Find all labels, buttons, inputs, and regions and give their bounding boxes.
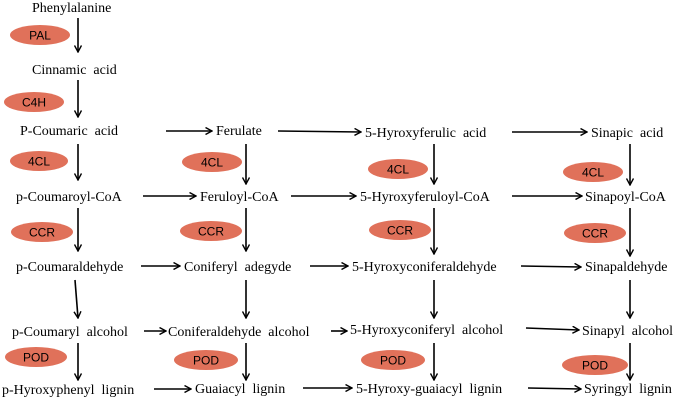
enzyme-4cl-col3: 4CL: [368, 159, 428, 179]
node-feruloyl-coa: Feruloyl-CoA: [200, 190, 279, 205]
node-phenylalanine: Phenylalanine: [32, 1, 111, 16]
enzyme-ccr-col3: CCR: [369, 220, 431, 240]
enzyme-ccr-col4: CCR: [564, 223, 626, 243]
enzyme-pod-label: POD: [193, 354, 219, 368]
enzyme-badge: [174, 350, 238, 370]
enzyme-badge: [182, 152, 242, 172]
enzyme-pod-col1: POD: [5, 347, 67, 367]
enzyme-pod-col3: POD: [361, 350, 425, 370]
enzyme-badge: [361, 350, 425, 370]
enzyme-4cl-col2: 4CL: [182, 152, 242, 172]
enzyme-4cl-col1: 4CL: [10, 151, 68, 171]
enzyme-ccr-label: CCR: [198, 225, 224, 239]
node-guaiacyl-lignin: Guaiacyl lignin: [195, 382, 285, 397]
enzyme-pal-label: PAL: [29, 29, 51, 43]
node-p-coumaroyl-coa: p-Coumaroyl-CoA: [16, 190, 123, 205]
node-ferulate: Ferulate: [216, 124, 262, 139]
horizontal-arrows: [141, 131, 587, 389]
node-coniferaldehyde-alcohol: Coniferaldehyde alcohol: [168, 325, 310, 340]
enzyme-badge: [564, 223, 626, 243]
node-hydroxy-guaiacyl-lignin: 5-Hyroxy-guaiacyl lignin: [356, 382, 502, 397]
node-sinapaldehyde: Sinapaldehyde: [585, 260, 667, 275]
enzyme-badge: [562, 355, 628, 375]
node-p-coumaraldehyde: p-Coumaraldehyde: [16, 260, 123, 275]
node-p-hydroxyphenyl-lignin: p-Hyroxyphenyl lignin: [2, 383, 134, 398]
enzyme-4cl-label: 4CL: [201, 156, 223, 170]
enzyme-badge: [369, 220, 431, 240]
enzyme-pal: PAL: [10, 25, 70, 45]
enzyme-badge: [10, 25, 70, 45]
enzyme-badge: [11, 222, 73, 242]
enzyme-badge: [5, 347, 67, 367]
enzyme-badge: [180, 221, 242, 241]
enzyme-4cl-col4: 4CL: [563, 162, 623, 182]
enzyme-4cl-label: 4CL: [28, 155, 50, 169]
node-sinapyl-alcohol: Sinapyl alcohol: [582, 324, 673, 339]
enzyme-c4h-label: C4H: [22, 96, 46, 110]
arrow-hydroxyconiferaldehyde-to-sinapaldehyde: [520, 266, 581, 267]
node-sinapic-acid: Sinapic acid: [591, 126, 663, 141]
enzyme-ccr-col1: CCR: [11, 222, 73, 242]
enzyme-pod-label: POD: [380, 354, 406, 368]
arrow-ferulate-to-hydroxyferulic: [277, 131, 361, 132]
enzyme-ccr-label: CCR: [29, 226, 55, 240]
node-p-coumaric-acid: P-Coumaric acid: [20, 124, 118, 139]
enzyme-4cl-label: 4CL: [387, 163, 409, 177]
enzyme-ccr-label: CCR: [387, 224, 413, 238]
node-cinnamic-acid: Cinnamic acid: [32, 63, 117, 78]
compound-labels: Phenylalanine Cinnamic acid P-Coumaric a…: [2, 1, 673, 398]
arrow-coumaraldehyde-to-coumaryl-alcohol: [75, 279, 78, 318]
arrow-hydroxyconiferyl-alcohol-to-sinapyl-alcohol: [525, 328, 579, 330]
node-coniferyl-adegyde: Coniferyl adegyde: [184, 260, 291, 275]
enzyme-badge: [368, 159, 428, 179]
enzyme-pod-col2: POD: [174, 350, 238, 370]
enzyme-badge: [563, 162, 623, 182]
vertical-arrows: [75, 18, 630, 380]
enzyme-ccr-label: CCR: [582, 227, 608, 241]
enzyme-pod-col4: POD: [562, 355, 628, 375]
enzyme-badge: [4, 92, 64, 112]
node-sinapoyl-coa: Sinapoyl-CoA: [585, 190, 667, 205]
enzyme-pod-label: POD: [582, 359, 608, 373]
enzyme-4cl-label: 4CL: [582, 166, 604, 180]
enzyme-ccr-col2: CCR: [180, 221, 242, 241]
node-hydroxyferulic-acid: 5-Hyroxyferulic acid: [365, 126, 486, 141]
node-syringyl-lignin: Syringyl lignin: [584, 382, 672, 397]
node-hydroxyconiferaldehyde: 5-Hyroxyconiferaldehyde: [352, 260, 497, 275]
enzyme-c4h: C4H: [4, 92, 64, 112]
node-hydroxyconiferyl-alcohol: 5-Hyroxyconiferyl alcohol: [350, 323, 503, 338]
enzyme-labels: PAL C4H 4CL 4CL 4CL 4CL CCR CCR: [4, 25, 628, 375]
enzyme-badge: [10, 151, 68, 171]
arrow-hydroxy-guaiacyl-to-syringyl-lignin: [527, 388, 581, 389]
node-hydroxyferuloyl-coa: 5-Hyroxyferuloyl-CoA: [360, 190, 491, 205]
enzyme-pod-label: POD: [23, 351, 49, 365]
node-p-coumaryl-alcohol: p-Coumaryl alcohol: [12, 325, 128, 340]
